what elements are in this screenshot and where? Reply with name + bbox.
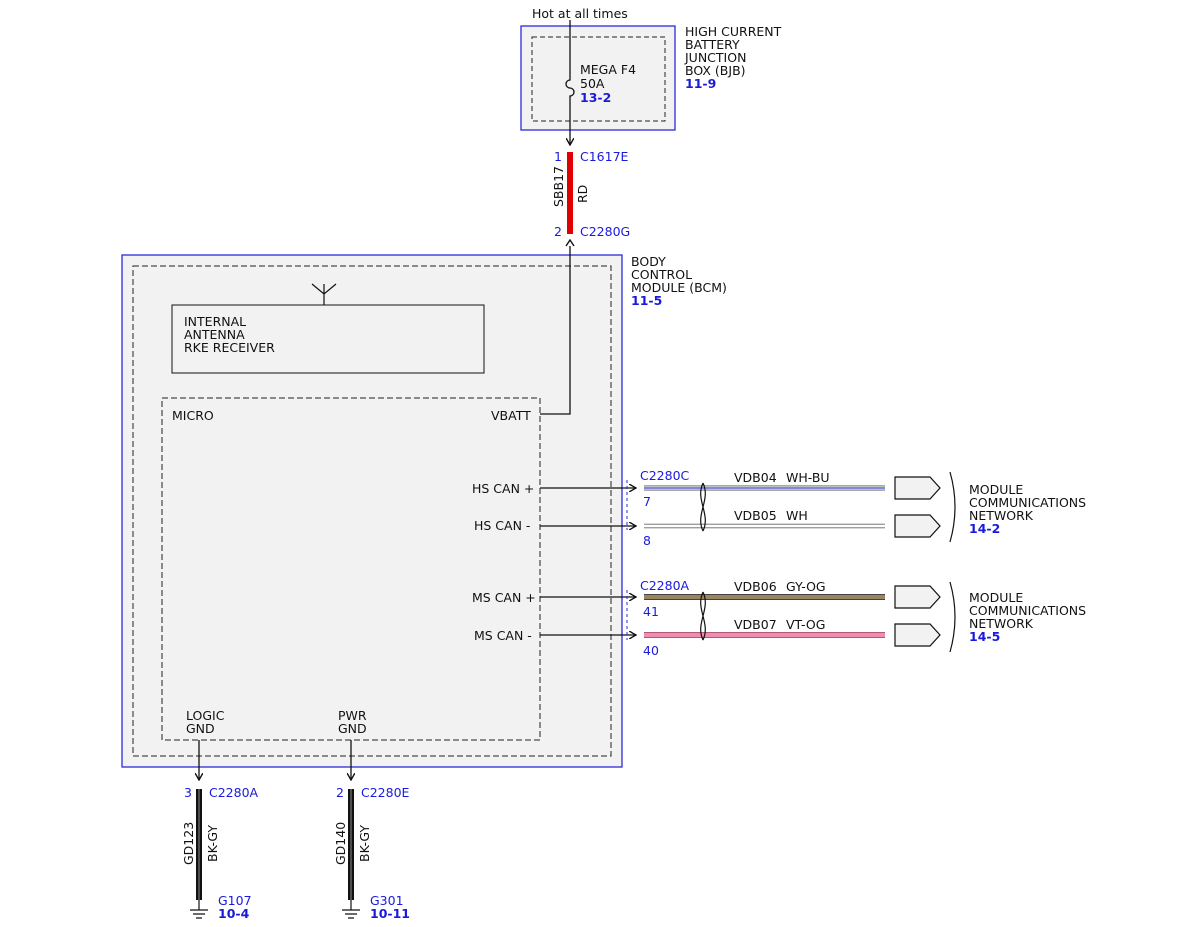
- hs-can-plus-label: HS CAN +: [472, 481, 534, 496]
- bcm-page-ref[interactable]: 11-5: [631, 293, 662, 308]
- power-bottom-connector: C2280G: [580, 224, 630, 239]
- fuse-page-ref[interactable]: 13-2: [580, 90, 611, 105]
- fuse-rating: 50A: [580, 76, 605, 91]
- bcm-inner-outline: [132, 265, 612, 757]
- logic-gnd-line-1: LOGIC: [186, 708, 225, 723]
- hs-twisted-pair-icon: [700, 482, 706, 532]
- antenna-line-3: RKE RECEIVER: [184, 340, 275, 355]
- fuse-name: MEGA F4: [580, 62, 636, 77]
- pwr-gnd-line-2: GND: [338, 721, 367, 736]
- bcm-name-line-2: CONTROL: [631, 267, 692, 282]
- bjb-name-line-3: JUNCTION: [684, 50, 746, 65]
- antenna-line-2: ANTENNA: [184, 327, 245, 342]
- ms-destination-line-2: COMMUNICATIONS: [969, 603, 1086, 618]
- vdb07-color: VT-OG: [786, 617, 825, 632]
- bjb-outline: [520, 25, 676, 131]
- ground-2-icon: [342, 900, 360, 919]
- bjb-name-line-1: HIGH CURRENT: [685, 24, 782, 39]
- bjb-name-line-2: BATTERY: [685, 37, 740, 52]
- bjb-name-line-4: BOX (BJB): [685, 63, 746, 78]
- bjb-page-ref[interactable]: 11-9: [685, 76, 716, 91]
- ms-destination-brace-icon: [949, 581, 956, 653]
- hs-plus-termination-icon: [894, 476, 941, 500]
- ground-1-icon: [190, 900, 208, 919]
- ms-can-minus-label: MS CAN -: [474, 628, 532, 643]
- ground-1-color: BK-GY: [205, 825, 220, 862]
- ms-twisted-pair-icon: [700, 591, 706, 641]
- ms-destination-page-ref[interactable]: 14-5: [969, 629, 1000, 644]
- micro-label: MICRO: [172, 408, 214, 423]
- ground-1-page-ref[interactable]: 10-4: [218, 906, 250, 921]
- ground-2-connector: C2280E: [361, 785, 410, 800]
- vdb04-circuit: VDB04: [734, 470, 777, 485]
- power-top-connector: C1617E: [580, 149, 629, 164]
- power-top-pin: 1: [554, 149, 562, 164]
- hs-destination-line-1: MODULE: [969, 482, 1023, 497]
- ground-1-circuit: GD123: [181, 822, 196, 865]
- ground-2-pin: 2: [336, 785, 344, 800]
- antenna-line-1: INTERNAL: [184, 314, 246, 329]
- vbatt-label: VBATT: [491, 408, 531, 423]
- power-connector-arrow-icon: [565, 238, 575, 247]
- hs-can-minus-pin: 8: [643, 533, 651, 548]
- supply-label: Hot at all times: [532, 6, 628, 21]
- power-circuit-label: SBB17: [551, 166, 566, 207]
- vdb05-circuit: VDB05: [734, 508, 777, 523]
- bjb-inner-outline: [531, 36, 666, 122]
- ground-2-circuit: GD140: [333, 822, 348, 865]
- antenna-receiver-box: [171, 304, 485, 374]
- ground-2-color: BK-GY: [357, 825, 372, 862]
- vbatt-wire: [540, 246, 571, 415]
- ground-1-connector: C2280A: [209, 785, 259, 800]
- ground-2-location: G301: [370, 893, 404, 908]
- pwr-gnd-line-1: PWR: [338, 708, 367, 723]
- bjb-module: HIGH CURRENT BATTERY JUNCTION BOX (BJB) …: [520, 24, 782, 131]
- hs-can-plus-pin: 7: [643, 494, 651, 509]
- ground-1-pin: 3: [184, 785, 192, 800]
- hs-destination-line-3: NETWORK: [969, 508, 1034, 523]
- hs-destination-line-2: COMMUNICATIONS: [969, 495, 1086, 510]
- ms-connector-label: C2280A: [640, 578, 690, 593]
- vdb05-color: WH: [786, 508, 808, 523]
- hs-minus-termination-icon: [894, 514, 941, 538]
- ground-2-page-ref[interactable]: 10-11: [370, 906, 410, 921]
- vdb07-circuit: VDB07: [734, 617, 777, 632]
- hs-connector-label: C2280C: [640, 468, 690, 483]
- vdb04-color: WH-BU: [786, 470, 830, 485]
- antenna-icon: [311, 283, 337, 305]
- ms-minus-termination-icon: [894, 623, 941, 647]
- ms-can-plus-label: MS CAN +: [472, 590, 536, 605]
- power-bottom-pin: 2: [554, 224, 562, 239]
- bcm-name-line-1: BODY: [631, 254, 666, 269]
- hs-destination-brace-icon: [949, 471, 956, 543]
- bcm-name-line-3: MODULE (BCM): [631, 280, 727, 295]
- hs-can-minus-label: HS CAN -: [474, 518, 530, 533]
- ms-destination-line-3: NETWORK: [969, 616, 1034, 631]
- power-color-label: RD: [575, 185, 590, 203]
- logic-gnd-line-2: GND: [186, 721, 215, 736]
- ms-plus-termination-icon: [894, 585, 941, 609]
- hs-destination-page-ref[interactable]: 14-2: [969, 521, 1000, 536]
- vdb06-circuit: VDB06: [734, 579, 777, 594]
- ms-can-minus-pin: 40: [643, 643, 659, 658]
- ground-1-location: G107: [218, 893, 252, 908]
- ms-can-plus-pin: 41: [643, 604, 659, 619]
- vdb06-color: GY-OG: [786, 579, 826, 594]
- ms-destination-line-1: MODULE: [969, 590, 1023, 605]
- fuse-icon: [565, 20, 575, 145]
